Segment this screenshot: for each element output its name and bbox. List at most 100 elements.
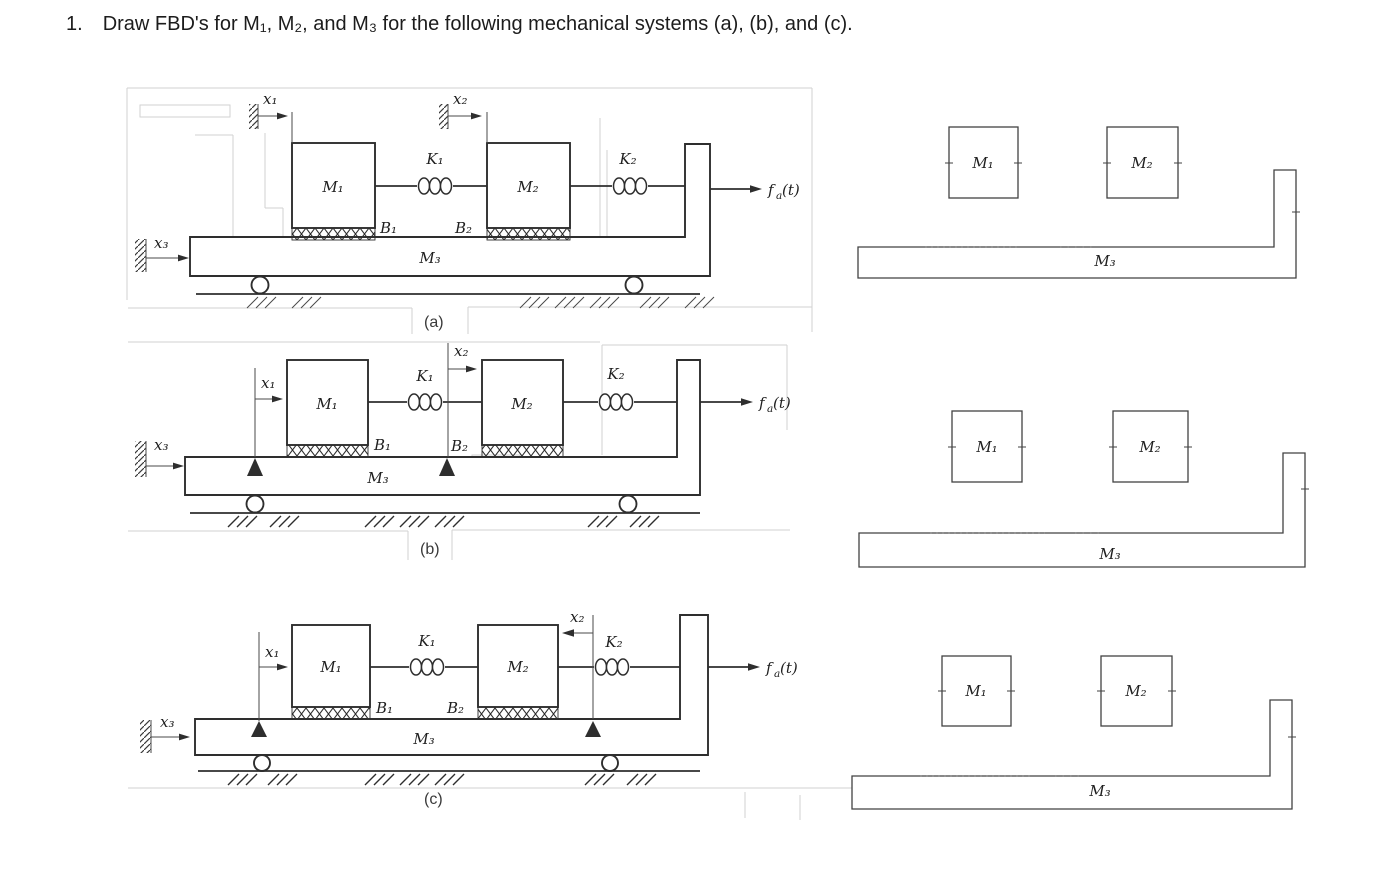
system-c: M₃ M₁ B₁ M₂ B₂ <box>128 608 860 820</box>
ground-hatching <box>227 773 657 786</box>
x2-wall-hatch <box>439 104 448 129</box>
fbd-m1-label: M₁ <box>975 438 997 456</box>
roller-right <box>624 275 644 295</box>
fbd-m3-label: M₃ <box>1093 252 1115 270</box>
roller-right <box>601 754 619 772</box>
system-b: M₃ M₁ B₁ M₂ B₂ <box>128 342 791 560</box>
x2-marker-triangle <box>585 721 601 737</box>
applied-force-arrow: f a (t) <box>710 181 800 202</box>
force-label-base: f <box>767 181 776 199</box>
spring-k1-label: K₁ <box>425 150 443 168</box>
fbd-residual-marks <box>925 446 1309 568</box>
x2-label: x₂ <box>453 90 467 108</box>
x1-reference: x₁ <box>251 632 288 737</box>
spring-k2 <box>563 393 677 411</box>
damper-b2 <box>477 706 559 720</box>
fbd-platform-m3 <box>857 169 1297 279</box>
applied-force-arrow: f a (t) <box>708 659 798 680</box>
x1-reference: x₁ <box>247 368 283 476</box>
caption-c: (c) <box>424 791 443 808</box>
x2-marker-triangle <box>439 458 455 476</box>
ground-hatching <box>227 515 660 528</box>
force-label-base: f <box>765 659 774 677</box>
platform-m3 <box>194 614 709 756</box>
caption-a: (a) <box>424 314 444 331</box>
mass-m1 <box>291 624 371 708</box>
fbd-platform-m3 <box>858 452 1306 568</box>
damper-b2 <box>486 227 571 241</box>
force-label-arg: (t) <box>780 659 798 677</box>
mass-m2-label: M₂ <box>516 178 538 196</box>
damper-b1-label: B₁ <box>375 699 393 717</box>
x2-reference: x₂ <box>439 342 477 476</box>
force-label-sub: a <box>776 190 782 202</box>
x1-label: x₁ <box>261 374 275 392</box>
platform-label: M₃ <box>418 249 440 267</box>
x3-reference: x₃ <box>140 713 190 753</box>
platform-label: M₃ <box>366 469 388 487</box>
fbd-mass-m2 <box>1106 126 1179 199</box>
mass-m1-label: M₁ <box>319 658 341 676</box>
x1-label: x₁ <box>263 90 277 108</box>
spring-k1-label: K₁ <box>415 367 433 385</box>
fbd-m2-label: M₂ <box>1138 438 1160 456</box>
fbd-m1-label: M₁ <box>971 154 993 172</box>
damper-b1 <box>286 444 369 458</box>
fbd-sketch-a: M₁ M₂ M₃ <box>857 126 1300 279</box>
platform-m3 <box>184 359 701 496</box>
mass-m1-label: M₁ <box>321 178 343 196</box>
roller-left <box>253 754 271 772</box>
fbd-mass-m1 <box>941 655 1012 727</box>
x3-label: x₃ <box>154 436 168 454</box>
mass-m2-label: M₂ <box>506 658 528 676</box>
x1-wall-hatch <box>249 104 258 129</box>
x2-reference: x₂ <box>562 608 601 737</box>
ground-hatching <box>246 296 715 309</box>
spring-k2 <box>558 658 680 676</box>
x3-wall-hatch <box>135 441 146 477</box>
mass-m2 <box>477 624 559 708</box>
mass-m2 <box>486 142 571 229</box>
force-label-sub: a <box>774 668 780 680</box>
x1-marker-triangle <box>251 721 267 737</box>
damper-b1-label: B₁ <box>373 436 391 454</box>
fbd-m2-label: M₂ <box>1124 682 1146 700</box>
spring-k1-label: K₁ <box>417 632 435 650</box>
damper-b1 <box>291 706 371 720</box>
spring-k1 <box>370 658 478 676</box>
spring-k2-label: K₂ <box>606 365 624 383</box>
damper-b2-label: B₂ <box>450 437 468 455</box>
x1-label: x₁ <box>265 643 279 661</box>
fbd-sketch-c: M₁ M₂ M₃ <box>851 655 1296 810</box>
x3-reference: x₃ <box>135 234 189 272</box>
damper-b1-label: B₁ <box>379 219 397 237</box>
x1-reference: x₁ <box>249 90 293 143</box>
x3-label: x₃ <box>154 234 168 252</box>
force-label-arg: (t) <box>773 394 791 412</box>
force-label-base: f <box>758 394 767 412</box>
roller-right <box>618 494 638 514</box>
spring-k2-label: K₂ <box>604 633 622 651</box>
force-label-sub: a <box>767 403 773 415</box>
fbd-sketch-b: M₁ M₂ M₃ <box>858 410 1309 568</box>
scan-artifacts <box>128 787 860 820</box>
applied-force-arrow: f a (t) <box>700 394 791 415</box>
fbd-mass-m2 <box>1112 410 1189 483</box>
system-a: M₃ M₁ B₁ M₂ B₂ <box>126 87 813 343</box>
fbd-m2-label: M₂ <box>1130 154 1152 172</box>
damper-b2-label: B₂ <box>454 219 472 237</box>
x2-label: x₂ <box>454 342 468 360</box>
mass-m2-label: M₂ <box>510 395 532 413</box>
fbd-residual-marks <box>905 690 1296 810</box>
platform-m3 <box>189 143 711 277</box>
spring-k2-label: K₂ <box>618 150 636 168</box>
spring-k1 <box>368 393 482 411</box>
mass-m1-label: M₁ <box>315 395 337 413</box>
x2-reference: x₂ <box>439 90 488 143</box>
x1-marker-triangle <box>247 458 263 476</box>
mass-m2 <box>481 359 564 446</box>
x3-reference: x₃ <box>135 436 184 477</box>
fbd-m1-label: M₁ <box>964 682 986 700</box>
